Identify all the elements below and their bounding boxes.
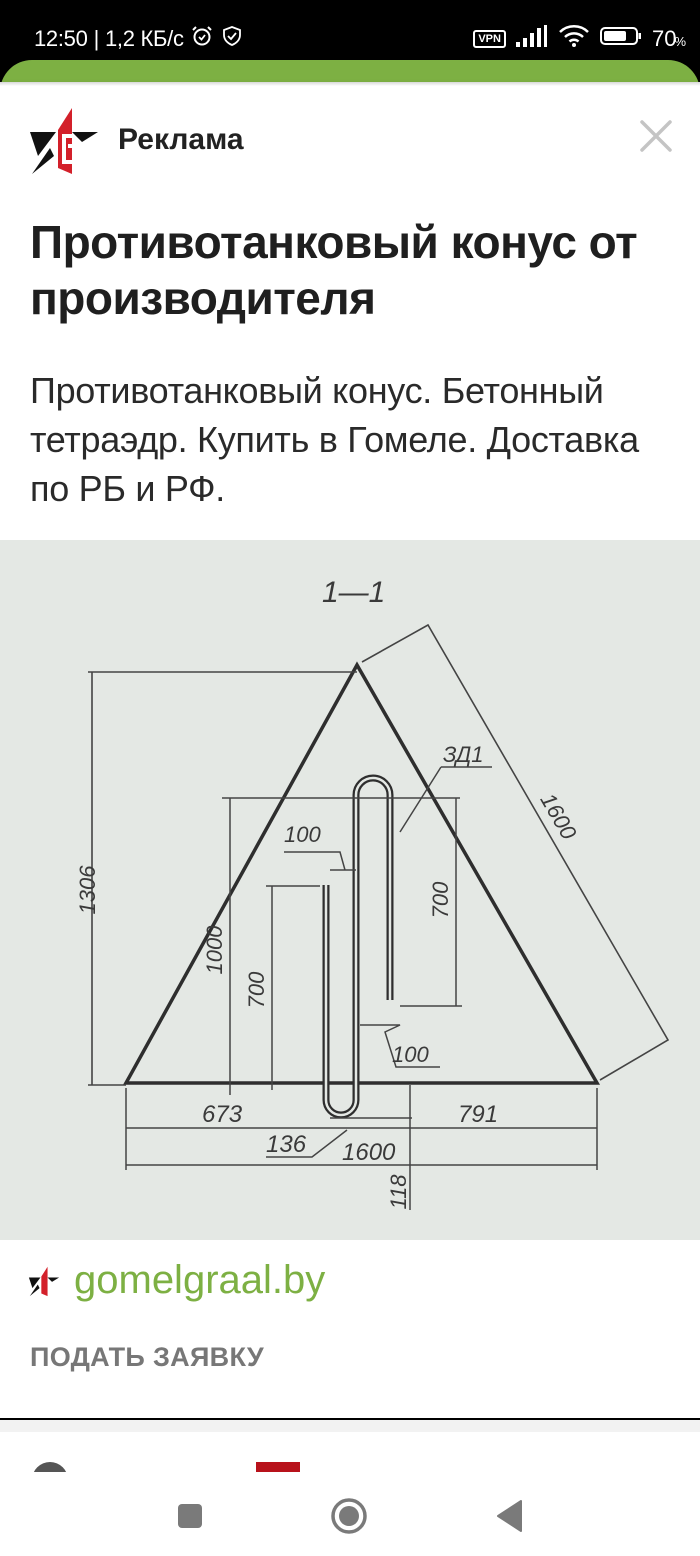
status-separator: | — [93, 26, 100, 51]
triangle-back-icon — [497, 1500, 522, 1532]
advertiser-domain-link[interactable]: gomelgraal.by — [74, 1258, 326, 1302]
circle-home-icon — [331, 1498, 367, 1534]
ad-image-tetrahedron-drawing[interactable]: 1—1 1306 1600 1000 700 700 100 ЗД1 100 — [0, 540, 700, 1240]
svg-text:1600: 1600 — [342, 1139, 396, 1166]
battery-icon — [599, 26, 642, 52]
clock: 12:50 — [34, 26, 88, 51]
close-icon — [640, 120, 672, 152]
svg-text:100: 100 — [284, 822, 321, 847]
svg-text:791: 791 — [458, 1101, 498, 1128]
avatar[interactable] — [32, 1462, 68, 1472]
status-left: 12:50 | 1,2 КБ/с — [34, 24, 244, 54]
system-nav-bar — [0, 1472, 700, 1556]
advertiser-row[interactable]: gomelgraal.by — [28, 1258, 325, 1303]
feed-thumbnail[interactable] — [256, 1462, 300, 1472]
home-button[interactable] — [327, 1494, 371, 1538]
battery-percent: 70% — [651, 26, 686, 51]
svg-text:ЗД1: ЗД1 — [443, 742, 484, 767]
ad-label: Реклама — [118, 123, 244, 156]
status-bar: 12:50 | 1,2 КБ/с VPN 70% — [0, 0, 700, 62]
square-icon — [178, 1504, 202, 1528]
status-right: VPN 70% — [473, 24, 686, 54]
wifi-icon — [558, 24, 590, 54]
back-button[interactable] — [488, 1494, 532, 1538]
ad-title[interactable]: Противотанковый конус от производителя — [30, 216, 638, 324]
svg-text:700: 700 — [428, 881, 453, 918]
svg-text:700: 700 — [244, 971, 269, 1008]
svg-text:100: 100 — [392, 1042, 429, 1067]
vpn-icon: VPN — [473, 30, 506, 48]
recent-apps-button[interactable] — [168, 1494, 212, 1538]
network-speed: 1,2 КБ/с — [104, 26, 184, 51]
ad-description: Противотанковый конус. Бетонный тетраэдр… — [30, 370, 639, 509]
brand-star-logo-icon — [28, 104, 100, 176]
svg-text:1306: 1306 — [75, 865, 100, 915]
next-feed-card[interactable] — [0, 1432, 700, 1472]
ad-header: Реклама — [28, 104, 244, 176]
submit-request-button[interactable]: ПОДАТЬ ЗАЯВКУ — [30, 1342, 265, 1372]
close-ad-button[interactable] — [638, 118, 674, 154]
section-label: 1—1 — [322, 576, 385, 609]
svg-text:118: 118 — [386, 1174, 411, 1210]
svg-text:673: 673 — [202, 1101, 243, 1128]
shield-check-icon — [220, 24, 244, 54]
brand-star-logo-icon — [28, 1265, 60, 1297]
svg-text:1000: 1000 — [202, 925, 227, 975]
card-shadow — [0, 82, 700, 86]
svg-text:136: 136 — [266, 1131, 307, 1158]
signal-icon — [515, 25, 548, 53]
alarm-icon — [190, 24, 214, 54]
